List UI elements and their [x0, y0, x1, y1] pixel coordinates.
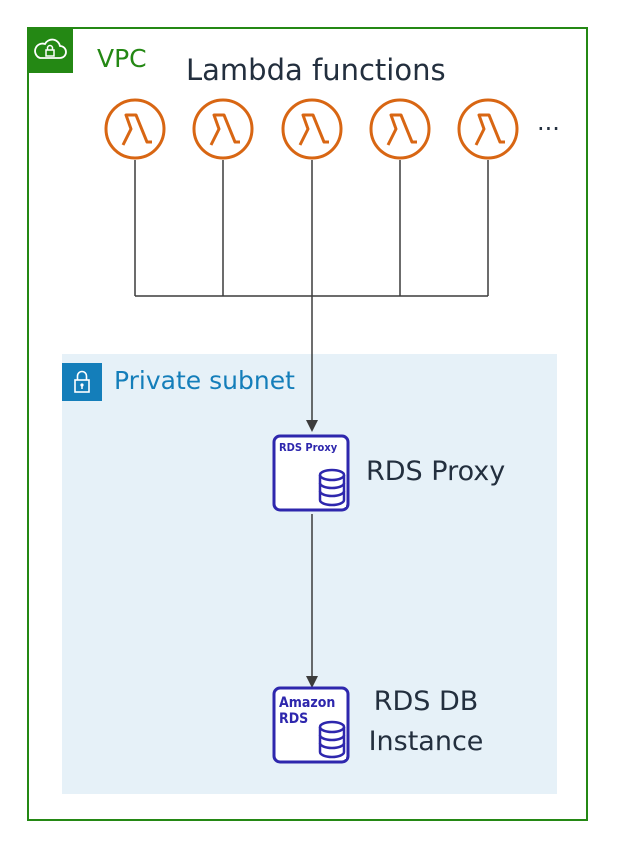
rds-db-icon-text-1: Amazon	[279, 695, 335, 711]
more-functions-ellipsis: ...	[537, 108, 560, 136]
lambda-functions-title: Lambda functions	[186, 53, 446, 87]
lambda-icon	[369, 98, 431, 160]
lambda-icon	[457, 98, 519, 160]
vpc-label: VPC	[97, 44, 147, 73]
rds-db-icon: Amazon RDS	[272, 686, 350, 764]
vpc-container	[27, 27, 588, 821]
lambda-function-2	[192, 98, 254, 160]
lambda-icon	[281, 98, 343, 160]
database-icon: Amazon RDS	[272, 686, 350, 764]
arrowhead-to-proxy	[306, 420, 318, 432]
cloud-lock-icon	[34, 38, 67, 59]
lambda-function-5	[457, 98, 519, 160]
padlock-icon	[74, 370, 90, 393]
rds-db-caption: RDS DB Instance	[366, 682, 486, 762]
rds-db-caption-line1: RDS DB	[373, 686, 479, 717]
rds-proxy-icon: RDS Proxy	[272, 434, 350, 512]
private-subnet-label: Private subnet	[114, 366, 295, 395]
database-icon: RDS Proxy	[272, 434, 350, 512]
lambda-function-3	[281, 98, 343, 160]
rds-proxy-icon-text: RDS Proxy	[279, 441, 338, 454]
lambda-function-4	[369, 98, 431, 160]
private-subnet-badge	[62, 363, 102, 401]
rds-db-caption-line2: Instance	[368, 726, 484, 757]
rds-db-icon-text-2: RDS	[279, 711, 308, 727]
lambda-function-1	[104, 98, 166, 160]
rds-proxy-caption: RDS Proxy	[366, 456, 506, 487]
lambda-icon	[104, 98, 166, 160]
arrowhead-to-db	[306, 676, 318, 688]
lambda-icon	[192, 98, 254, 160]
vpc-badge	[27, 27, 73, 73]
